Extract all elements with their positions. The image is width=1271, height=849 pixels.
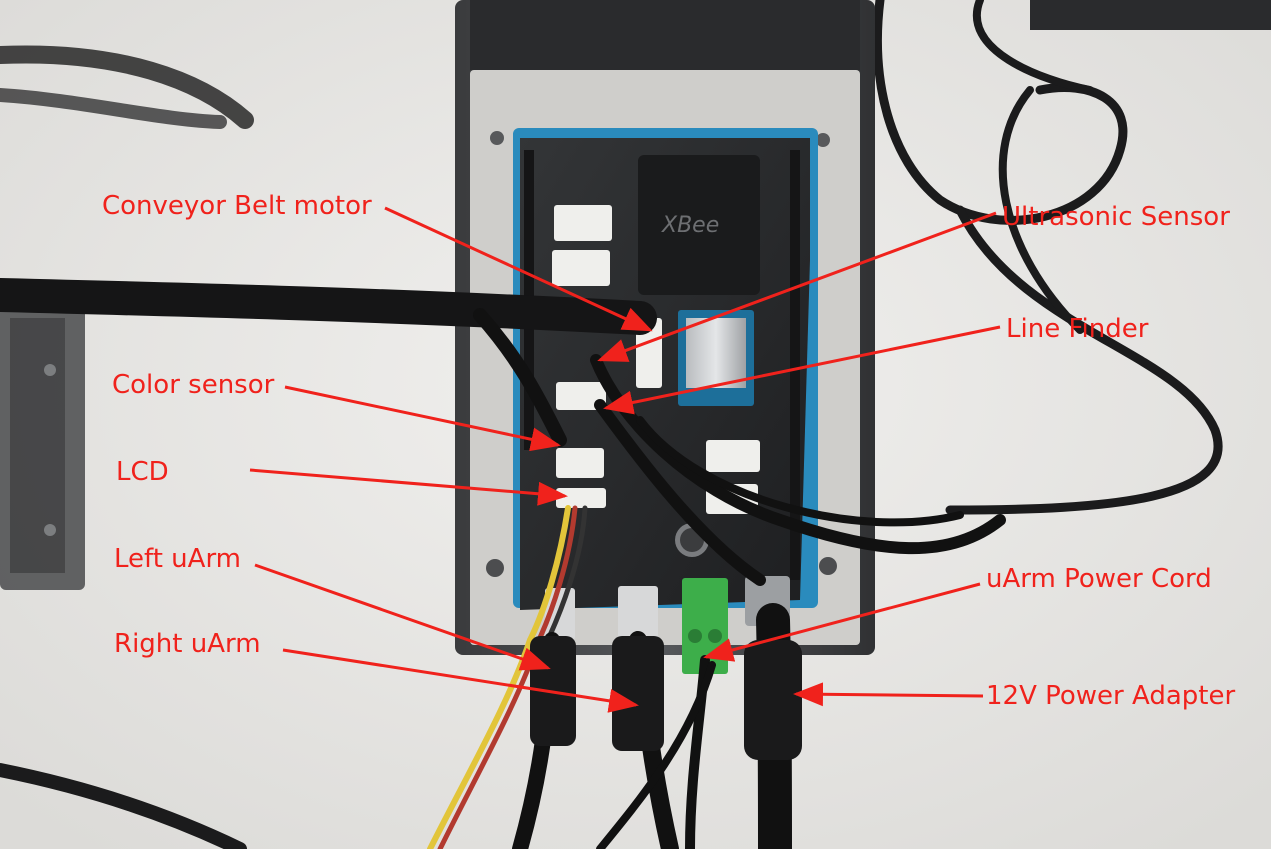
xbee-module (638, 155, 760, 295)
background-cables (0, 0, 1223, 849)
arrow-conveyor-belt-motor (384, 206, 653, 332)
arrow-uarm-power-cord (703, 582, 981, 662)
label-uarm-power-cord: uArm Power Cord (986, 564, 1212, 594)
power-plug (744, 640, 802, 760)
label-lcd: LCD (116, 457, 169, 487)
label-line-finder: Line Finder (1006, 314, 1149, 344)
grove-connector (552, 250, 610, 286)
grove-connector (554, 205, 612, 241)
screw-bottom-left (486, 559, 504, 577)
label-left-uarm: Left uArm (114, 544, 242, 574)
usb-port-right (618, 586, 658, 641)
left-bracket (0, 300, 85, 590)
arrow-left-uarm (254, 563, 551, 671)
label-conveyor-belt-motor: Conveyor Belt motor (102, 191, 372, 221)
grove-connector (556, 382, 606, 410)
label-12v-power-adapter: 12V Power Adapter (986, 681, 1236, 711)
annotation-arrows (249, 206, 1001, 713)
label-color-sensor: Color sensor (112, 370, 275, 400)
label-right-uarm: Right uArm (114, 629, 261, 659)
arrow-ultrasonic-sensor (597, 211, 997, 362)
grove-connector (636, 318, 662, 388)
usb-plug-right (612, 636, 664, 751)
heatsink (686, 318, 746, 388)
screw-bottom-right (819, 557, 837, 575)
grove-connector (706, 440, 760, 472)
arrow-12v-power-adapter (793, 682, 984, 707)
top-right-device (1030, 0, 1271, 30)
xbee-silkscreen: XBee (661, 213, 719, 238)
arrow-lcd (249, 468, 568, 506)
grove-connector (556, 488, 606, 508)
screw-top-left (490, 131, 504, 145)
grove-connector (556, 448, 604, 478)
screw-top-right (816, 133, 830, 147)
arrow-line-finder (603, 325, 1001, 415)
arrow-right-uarm (282, 648, 639, 713)
label-ultrasonic-sensor: Ultrasonic Sensor (1002, 202, 1230, 232)
arrow-color-sensor (284, 385, 561, 452)
